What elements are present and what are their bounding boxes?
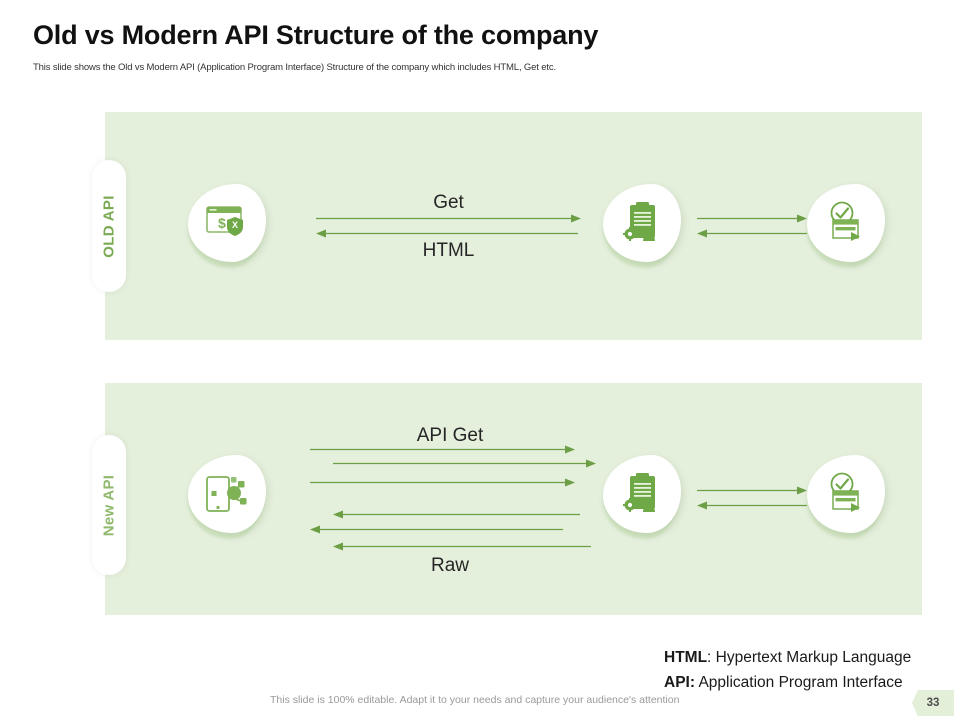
arrow-database-to-server-old	[697, 228, 807, 239]
flow-label-get: Get	[433, 192, 464, 213]
side-tab-new-api-label: New API	[100, 474, 118, 536]
node-database-old[interactable]	[807, 184, 893, 270]
legend-desc-api: Application Program Interface	[695, 674, 903, 691]
legend-term-api: API:	[664, 674, 695, 691]
blob-background: $ X	[188, 184, 266, 262]
flow-label-html: HTML	[422, 240, 475, 261]
blob-background	[807, 184, 885, 262]
node-server-new[interactable]	[603, 455, 689, 541]
page-title: Old vs Modern API Structure of the compa…	[33, 20, 599, 50]
legend-line-api: API: Application Program Interface	[664, 670, 911, 695]
page-number: 33	[926, 697, 940, 709]
legend-line-html: HTML: Hypertext Markup Language	[664, 645, 911, 670]
legend-desc-html: : Hypertext Markup Language	[707, 649, 912, 666]
blob-background	[603, 184, 681, 262]
blob-background	[603, 455, 681, 533]
svg-text:$: $	[218, 215, 226, 231]
page-number-badge: 33	[912, 690, 954, 716]
clipboard-gear-user-icon	[623, 202, 655, 241]
check-document-play-icon	[830, 201, 860, 241]
flow-label-raw: Raw	[430, 555, 469, 576]
arrow-client-to-server-new-1	[310, 444, 575, 455]
side-tab-old-api[interactable]: OLD API	[92, 160, 126, 292]
arrow-server-to-client-old	[316, 228, 578, 239]
node-client-new[interactable]	[188, 455, 274, 541]
flow-label-api-get: API Get	[416, 425, 484, 446]
node-database-new[interactable]	[807, 455, 893, 541]
check-document-play-icon	[830, 472, 860, 512]
side-tab-old-api-label: OLD API	[100, 194, 118, 258]
arrow-client-to-server-old	[316, 213, 581, 224]
blob-background	[188, 455, 266, 533]
arrow-client-to-server-new-2	[333, 458, 596, 469]
blob-background	[807, 455, 885, 533]
side-tab-new-api[interactable]: New API	[92, 435, 126, 575]
arrow-server-to-client-new-1	[333, 509, 580, 520]
arrow-server-to-client-new-3	[333, 541, 591, 552]
node-server-old[interactable]	[603, 184, 689, 270]
svg-text:X: X	[232, 220, 238, 230]
legend-term-html: HTML	[664, 649, 708, 666]
arrow-server-to-database-new	[697, 485, 807, 496]
tablet-network-nodes-icon	[206, 476, 247, 512]
legend: HTML: Hypertext Markup Language API: App…	[664, 645, 911, 695]
clipboard-gear-user-icon	[623, 473, 655, 512]
browser-payment-shield-icon: $ X	[206, 206, 243, 236]
arrow-server-to-client-new-2	[310, 524, 563, 535]
arrow-server-to-database-old	[697, 213, 807, 224]
arrow-database-to-server-new	[697, 500, 807, 511]
footer-note: This slide is 100% editable. Adapt it to…	[270, 694, 680, 706]
arrow-client-to-server-new-3	[310, 477, 575, 488]
node-client-old[interactable]: $ X	[188, 184, 274, 270]
page-subtitle: This slide shows the Old vs Modern API (…	[33, 62, 556, 73]
